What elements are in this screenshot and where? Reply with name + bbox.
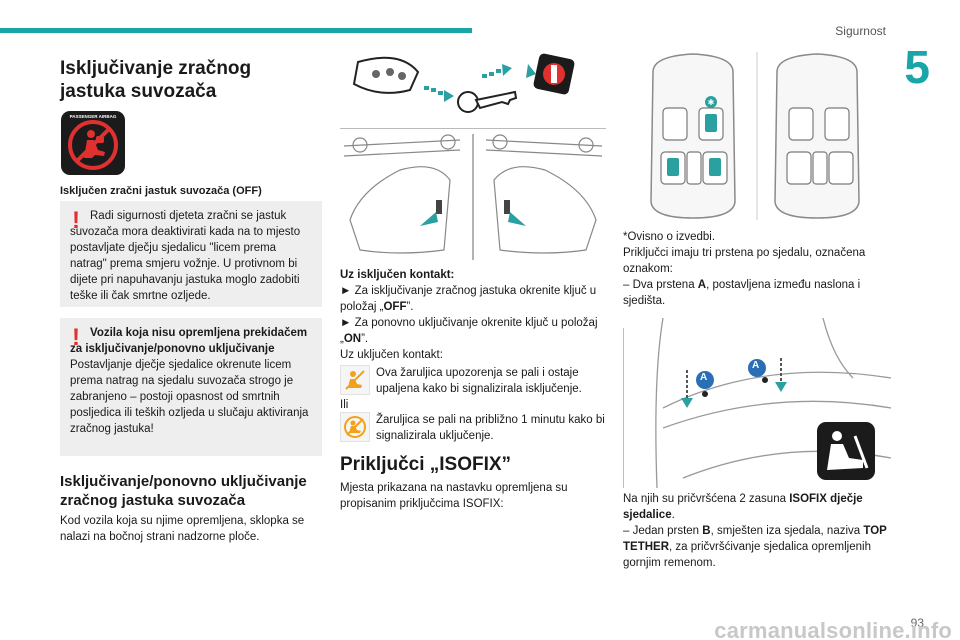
- svg-text:✱: ✱: [708, 98, 715, 107]
- ring-b-middle: , smješten iza sjedala, naziva: [710, 525, 864, 537]
- ring-a-label-right: A: [752, 360, 760, 371]
- ignition-on-heading: Uz uključen kontakt:: [340, 349, 443, 361]
- section-subtitle: Isključivanje/ponovno uključivanje zračn…: [60, 473, 307, 509]
- warning-note-title: Vozila koja nisu opremljena prekidačem z…: [70, 327, 308, 355]
- isofix-latch-bold: ISOFIX dječje sjedalice: [623, 493, 863, 521]
- top-tether-label: TOP TETHER: [623, 525, 887, 553]
- warning-note-rear-facing: ! Radi sigurnosti djeteta zračni se jast…: [60, 201, 322, 307]
- section-name: Sigurnost: [835, 24, 886, 38]
- ring-a-label-left: A: [700, 372, 708, 383]
- page-number: 93: [910, 616, 924, 630]
- header-accent-bar: [0, 28, 472, 33]
- or-text: Ili: [340, 399, 349, 411]
- watermark: carmanualsonline.info: [714, 618, 952, 640]
- footnote: *Ovisno o izvedbi.: [623, 231, 716, 243]
- lamp-on-row: Žaruljica se pali na približno 1 minutu …: [340, 412, 606, 444]
- lamp-on-text: Žaruljica se pali na približno 1 minutu …: [376, 414, 605, 442]
- isofix-child-seat-icon: [817, 422, 875, 480]
- step-off-text: ► Za isključivanje zračnog jastuka okren…: [340, 285, 597, 313]
- isofix-latch-prefix: Na njih su pričvršćena 2 zasuna: [623, 493, 790, 505]
- isofix-latch-end: .: [671, 509, 675, 521]
- key-icon: [457, 90, 518, 113]
- ring-a-suffix: , postavljena između naslona i sjedišta.: [623, 279, 861, 307]
- exclamation-icon: !: [72, 324, 80, 351]
- chapter-number: 5: [904, 41, 930, 93]
- page-title: Isključivanje zračnog jastuka suvozača: [60, 58, 252, 102]
- isofix-anchor-a-left: [681, 370, 714, 408]
- ring-a-letter: A: [697, 279, 707, 291]
- vehicle-seat-layout-diagram: ✱: [650, 52, 860, 220]
- ring-b-prefix: – Jedan prsten: [623, 525, 703, 537]
- warning-note-no-switch: ! Vozila koja nisu opremljena prekidačem…: [60, 318, 322, 456]
- ring-a-prefix: – Dva prstena: [623, 279, 698, 291]
- ring-b-suffix: , za pričvršćivanje sjedalica opremljeni…: [623, 541, 871, 569]
- warning-note-text: Radi sigurnosti djeteta zračni se jastuk…: [70, 210, 301, 302]
- step-on-text: ► Za ponovno uključivanje okrenite ključ…: [340, 317, 598, 345]
- warning-note-body: Postavljanje dječje sjedalice okrenute l…: [70, 359, 309, 435]
- isofix-anchor-a-right: [748, 358, 787, 392]
- step-on-position: ON: [343, 333, 362, 345]
- airbag-off-lamp-icon: [340, 365, 370, 395]
- airbag-on-lamp-icon: [340, 412, 370, 442]
- step-off-position: OFF: [383, 301, 407, 313]
- airbag-badge-label: PASSENGER AIRBAG: [69, 114, 117, 119]
- key-fob-icon: [352, 56, 420, 94]
- isofix-anchor-illustration: [623, 318, 891, 488]
- airbag-key-switch-icon: [526, 53, 575, 95]
- exclamation-icon: !: [72, 207, 80, 234]
- isofix-body: Mjesta prikazana na nastavku opremljena …: [340, 482, 568, 510]
- ignition-off-heading: Uz isključen kontakt:: [340, 269, 455, 281]
- ring-b-letter: B: [702, 525, 711, 537]
- ring-a-description: – Dva prstena A, postavljena između nasl…: [623, 277, 891, 309]
- ring-b-description: – Jedan prsten B, smješten iza sjedala, …: [623, 523, 891, 571]
- lamp-off-row: Ova žaruljica upozorenja se pali i ostaj…: [340, 365, 606, 397]
- airbag-off-caption: Isključen zračni jastuk suvozača (OFF): [60, 185, 262, 197]
- isofix-rings-intro: Priključci imaju tri prstena po sjedalu,…: [623, 247, 866, 275]
- isofix-title: Priključci „ISOFIX”: [340, 454, 512, 475]
- airbag-switch-illustration: [340, 53, 606, 260]
- ignition-off-steps: Uz isključen kontakt: ► Za isključivanje…: [340, 267, 606, 363]
- lamp-off-text: Ova žaruljica upozorenja se pali i ostaj…: [376, 367, 582, 395]
- section-body: Kod vozila koja su njime opremljena, skl…: [60, 515, 305, 543]
- step-off-end: ”.: [406, 301, 414, 313]
- airbag-off-warning-icon: [61, 111, 125, 175]
- isofix-latch-text: Na njih su pričvršćena 2 zasuna ISOFIX d…: [623, 491, 891, 523]
- step-on-end: ”.: [361, 333, 369, 345]
